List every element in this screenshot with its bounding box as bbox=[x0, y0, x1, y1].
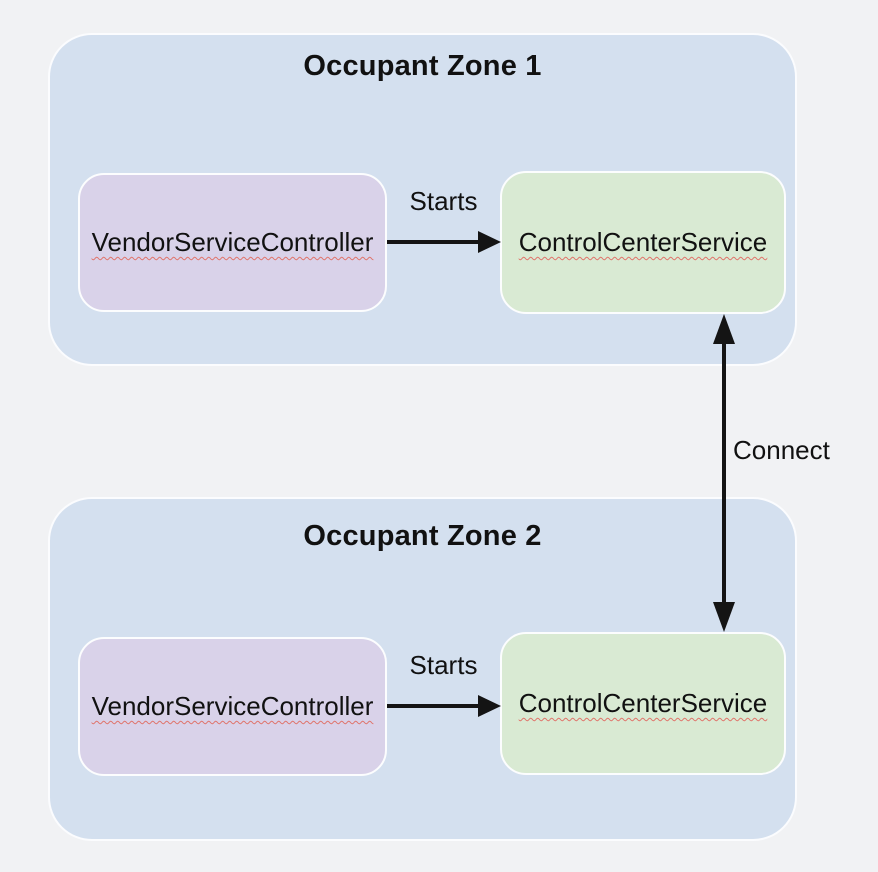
zone1-control-center-service-label: ControlCenterService bbox=[518, 227, 768, 257]
zone1-control-center-service-node: ControlCenterService bbox=[500, 171, 786, 314]
occupant-zone-2-title: Occupant Zone 2 bbox=[303, 520, 542, 552]
connect-arrow bbox=[713, 314, 735, 632]
zone1-vendor-service-controller-label: VendorServiceController bbox=[91, 227, 374, 257]
zone2-control-center-service-node: ControlCenterService bbox=[500, 632, 786, 775]
zone1-vendor-service-controller-node: VendorServiceController bbox=[78, 173, 387, 312]
occupant-zone-1-title: Occupant Zone 1 bbox=[303, 50, 542, 82]
zone2-starts-arrow bbox=[387, 695, 501, 717]
zone1-starts-arrow bbox=[387, 231, 501, 253]
zone2-starts-label: Starts bbox=[409, 650, 478, 680]
zone2-vendor-service-controller-node: VendorServiceController bbox=[78, 637, 387, 776]
zone1-starts-label: Starts bbox=[409, 186, 478, 216]
connect-label: Connect bbox=[733, 435, 830, 465]
zone2-control-center-service-label: ControlCenterService bbox=[518, 688, 768, 718]
zone2-vendor-service-controller-label: VendorServiceController bbox=[91, 691, 374, 721]
